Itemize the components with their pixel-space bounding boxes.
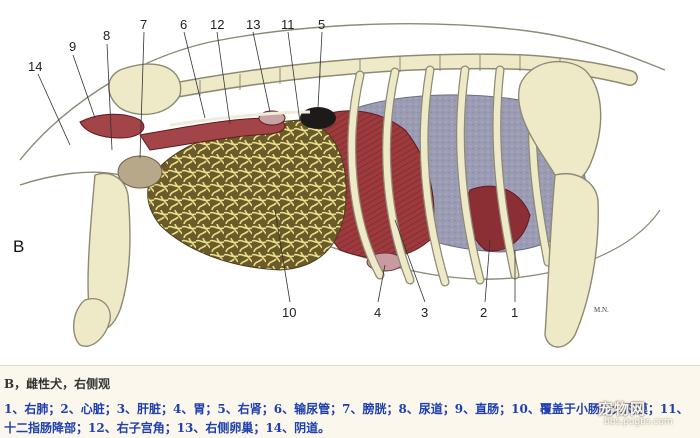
anatomy-figure: B 1 2 3 4 5 6 7 8 9 10 11 12 13 14 M.N. (13, 17, 666, 348)
panel-letter: B (13, 237, 24, 256)
label-4: 4 (374, 305, 381, 320)
leader-lines (37, 31, 516, 303)
caption-panel: B，雌性犬，右侧观 1、右肺；2、心脏；3、肝脏；4、胃；5、右肾；6、输尿管；… (0, 365, 700, 438)
label-1: 1 (511, 305, 518, 320)
watermark-domain: bbs.pugbs.com (604, 417, 673, 427)
label-3: 3 (421, 305, 428, 320)
caption-title: B，雌性犬，右侧观 (4, 377, 111, 391)
label-7: 7 (140, 17, 147, 32)
label-10: 10 (282, 305, 296, 320)
label-9: 9 (69, 39, 76, 54)
spine (142, 53, 638, 103)
label-12: 12 (210, 17, 224, 32)
ureter-shape (169, 110, 311, 127)
site-watermark: 宠物网 bbs.pugbs.com (598, 398, 694, 432)
uterine-horn-shape (139, 117, 286, 151)
bladder-shape (117, 155, 163, 189)
pelvis-and-hind-leg (73, 63, 182, 347)
kidney-shape (300, 107, 336, 129)
label-2: 2 (480, 305, 487, 320)
label-5: 5 (318, 17, 325, 32)
artist-signature: M.N. (594, 306, 609, 314)
label-6: 6 (180, 17, 187, 32)
scapula-and-fore-leg (517, 60, 602, 348)
watermark-logo: 宠物网 (598, 400, 647, 418)
anatomy-illustration: B 1 2 3 4 5 6 7 8 9 10 11 12 13 14 M.N. (13, 17, 666, 348)
caption-legend: 1、右肺；2、心脏；3、肝脏；4、胃；5、右肾；6、输尿管；7、膀胱；8、尿道；… (4, 402, 689, 435)
label-8: 8 (103, 28, 110, 43)
rectum-shape (79, 113, 145, 139)
label-13: 13 (246, 17, 260, 32)
label-11: 11 (281, 17, 295, 32)
label-14: 14 (28, 59, 42, 74)
